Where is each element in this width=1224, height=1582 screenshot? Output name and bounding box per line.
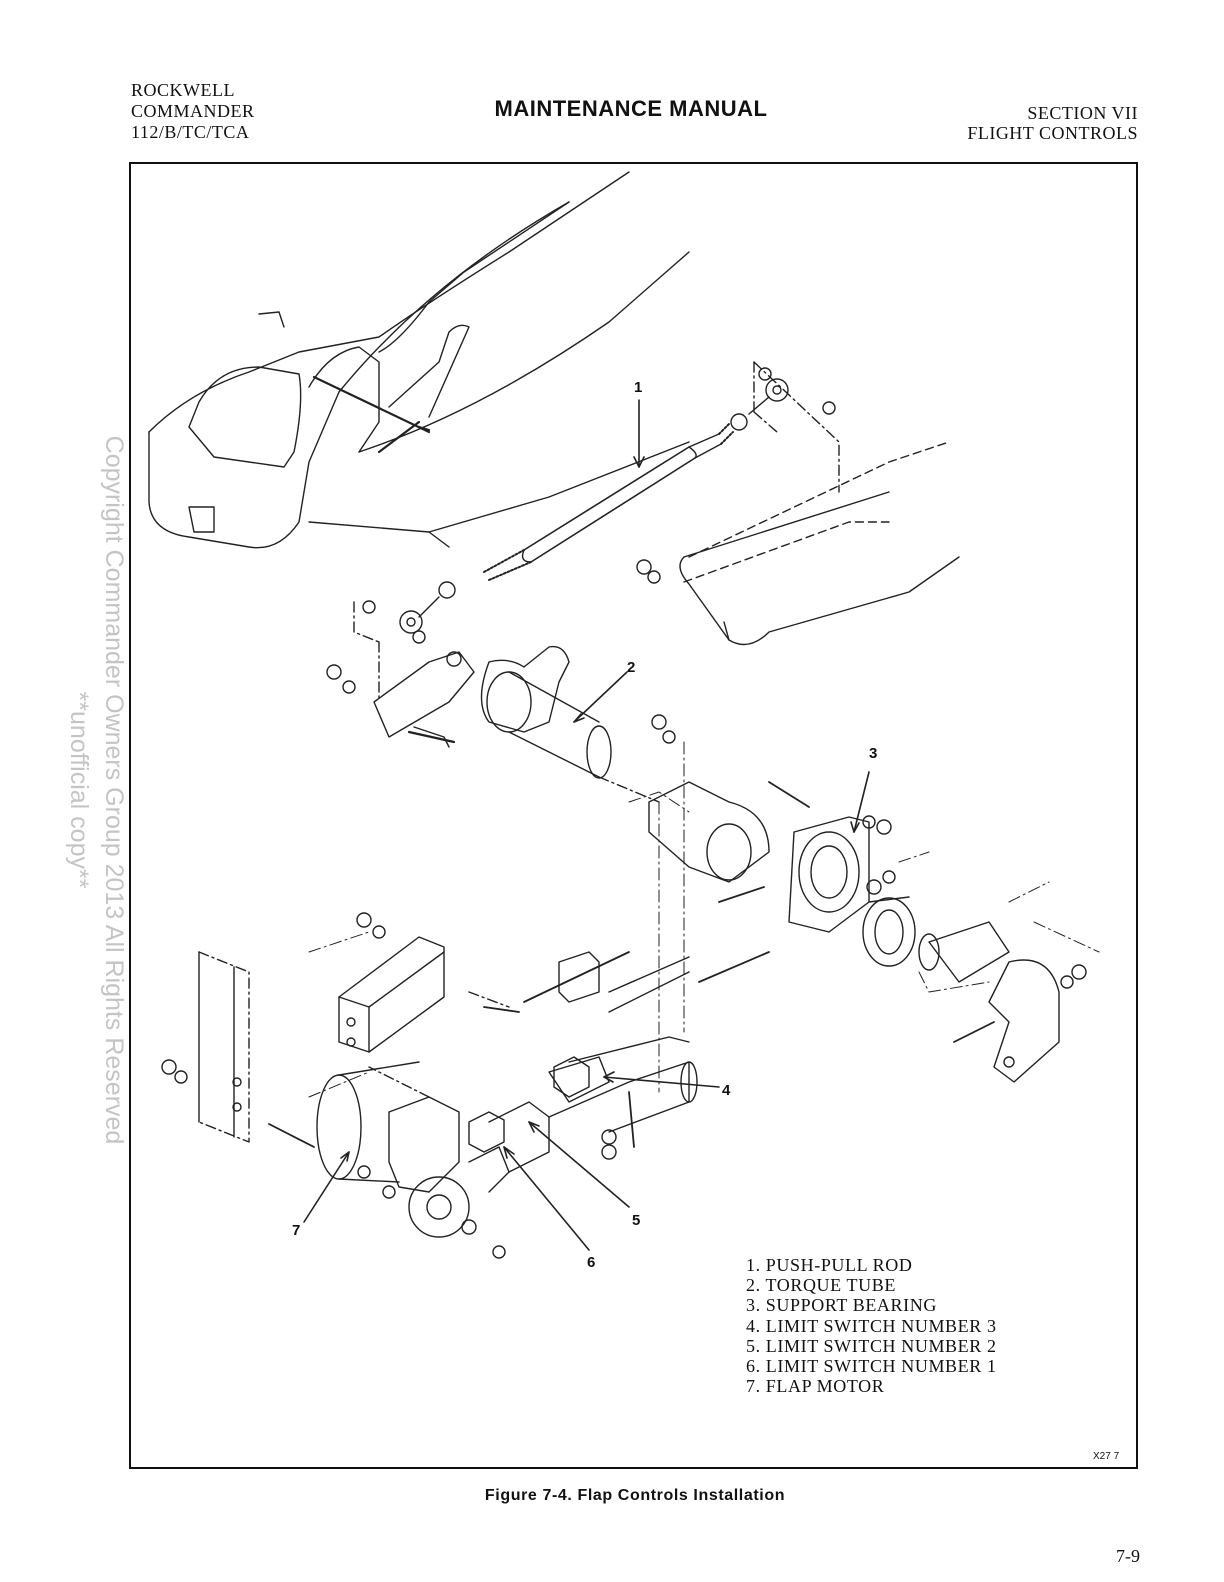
header-left-line: COMMANDER [131,101,255,121]
callout-3: 3 [869,745,877,762]
bolts [268,781,995,1148]
structure-angle [198,951,250,1143]
flap-motor [316,1036,698,1238]
parts-legend: 1. PUSH-PULL ROD 2. TORQUE TUBE 3. SUPPO… [746,1255,997,1396]
push-pull-rod [483,423,734,581]
flap-outline [679,441,960,646]
torque-tube-assembly [373,645,660,803]
header-left-line: 112/B/TC/TCA [131,122,250,142]
header-section: SECTION VII FLIGHT CONTROLS [967,103,1138,143]
figure-frame [129,162,1138,1469]
header-manual-title: MAINTENANCE MANUAL [494,96,768,121]
header-right-line: SECTION VII [1027,103,1138,123]
support-bearing [648,781,1060,1083]
header-left-line: ROCKWELL [131,80,235,100]
callout-6: 6 [587,1254,595,1271]
rod-end-lower [353,581,456,703]
legend-item: 6. LIMIT SWITCH NUMBER 1 [746,1356,997,1377]
rod-end-upper [730,361,840,493]
alignment-lines [308,741,1100,1098]
legend-item: 2. TORQUE TUBE [746,1275,896,1296]
drawing-code: X27 7 [1093,1451,1120,1462]
legend-item: 4. LIMIT SWITCH NUMBER 3 [746,1315,997,1336]
legend-item: 5. LIMIT SWITCH NUMBER 2 [746,1335,997,1356]
legend-item: 1. PUSH-PULL ROD [746,1255,913,1275]
figure-caption: Figure 7-4. Flap Controls Installation [484,1487,786,1504]
header-right-line: FLIGHT CONTROLS [967,123,1138,143]
watermark-line: Copyright Commander Owners Group 2013 Al… [100,435,128,1145]
callout-2: 2 [627,659,635,676]
hardware-washers [161,559,1087,1259]
callout-5: 5 [632,1212,640,1229]
leader-lines [303,399,870,1251]
callout-4: 4 [722,1082,731,1099]
watermark-line: **unofficial copy** [65,691,93,889]
flap-controls-exploded-drawing: 1 2 3 4 5 6 7 [148,171,1100,1271]
legend-item: 3. SUPPORT BEARING [746,1295,937,1316]
motor-mount-bracket [338,936,510,1053]
fuselage-outline [148,171,690,549]
header-aircraft-model: ROCKWELL COMMANDER 112/B/TC/TCA [131,80,255,143]
legend-item: 7. FLAP MOTOR [746,1376,885,1397]
callout-1: 1 [634,379,642,396]
page-number: 7-9 [1116,1546,1140,1566]
limit-switches [468,951,690,1153]
copyright-watermark: Copyright Commander Owners Group 2013 Al… [38,390,128,1190]
callout-7: 7 [292,1222,300,1239]
